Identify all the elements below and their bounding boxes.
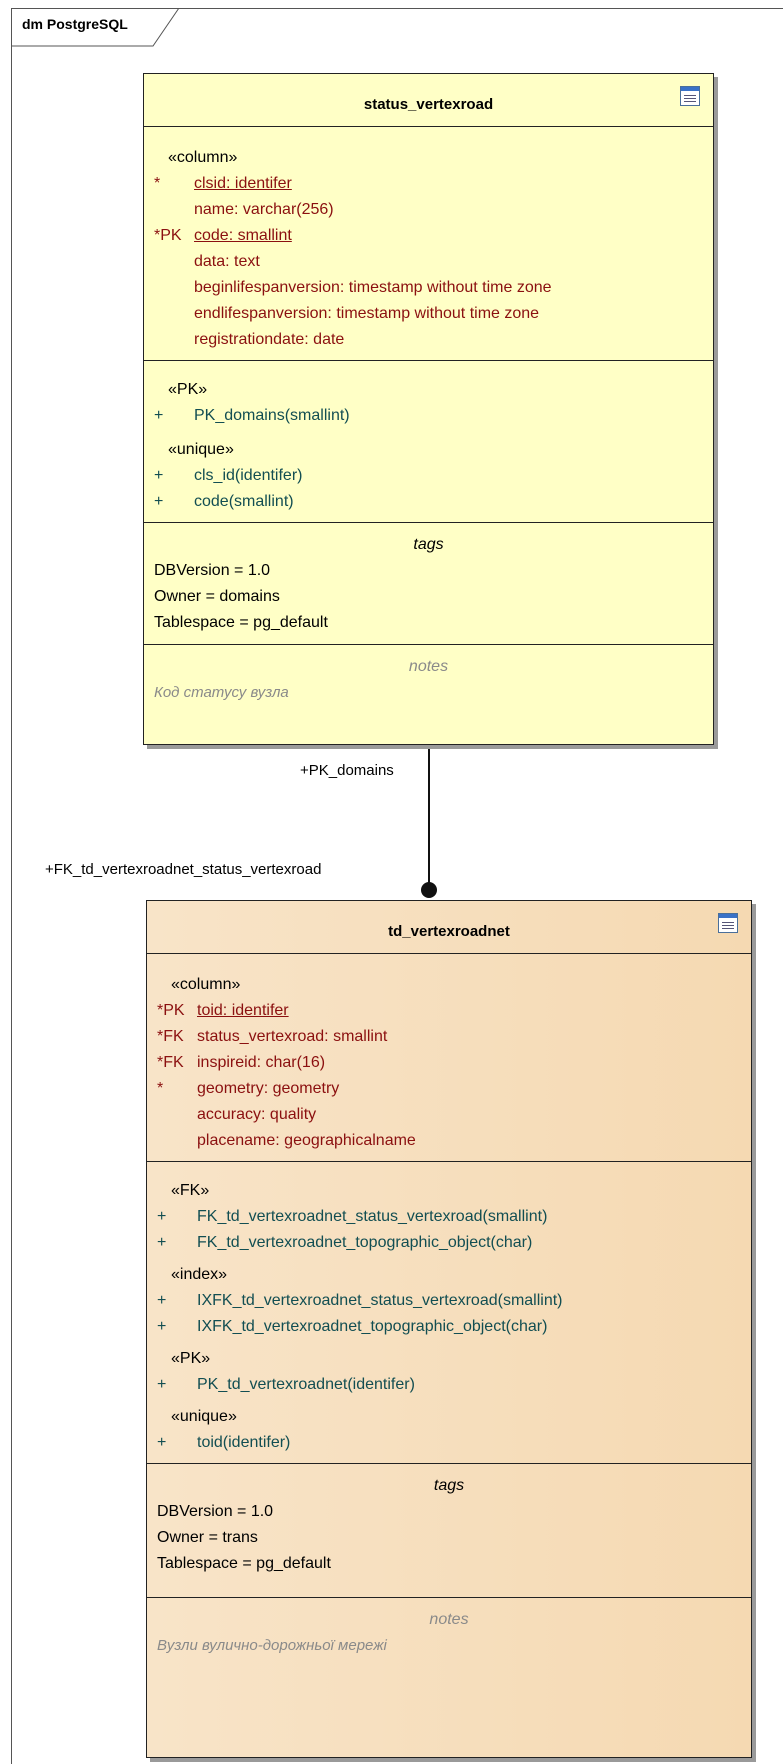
tag-item: Tablespace = pg_default — [154, 614, 328, 631]
column-item[interactable]: inspireid: char(16) — [197, 1054, 326, 1071]
tag-item: DBVersion = 1.0 — [154, 562, 271, 579]
column-item[interactable]: clsid: identifer — [194, 175, 292, 192]
column-stereotype: «column» — [168, 149, 238, 166]
operation-item[interactable]: toid(identifer) — [197, 1434, 291, 1451]
op-marker: + — [154, 407, 164, 424]
column-item[interactable]: placename: geographicalname — [197, 1132, 416, 1149]
table-title: status_vertexroad — [363, 96, 494, 113]
table-title: td_vertexroadnet — [388, 923, 510, 940]
op-marker: + — [154, 493, 164, 510]
operation-item[interactable]: PK_td_vertexroadnet(identifer) — [197, 1376, 415, 1393]
notes-text: Код статусу вузла — [154, 684, 289, 701]
operation-item[interactable]: IXFK_td_vertexroadnet_topographic_object… — [197, 1318, 548, 1335]
tag-item: Owner = domains — [154, 588, 280, 605]
op-marker: + — [157, 1292, 167, 1309]
column-item[interactable]: name: varchar(256) — [194, 201, 334, 218]
tags-header: tags — [413, 536, 444, 553]
table-td-vertexroadnet[interactable]: td_vertexroadnet «column» *PK toid: iden… — [146, 900, 752, 1758]
operation-item[interactable]: cls_id(identifer) — [194, 467, 303, 484]
column-item[interactable]: data: text — [194, 253, 260, 270]
frame-label: dm PostgreSQL — [22, 16, 128, 32]
op-marker: + — [157, 1318, 167, 1335]
operation-item[interactable]: FK_td_vertexroadnet_topographic_object(c… — [197, 1234, 533, 1251]
op-marker: + — [157, 1376, 167, 1393]
column-marker: * — [154, 175, 161, 192]
column-item[interactable]: beginlifespanversion: timestamp without … — [194, 279, 552, 296]
notes-text: Вузли вулично-дорожньої мережі — [157, 1637, 387, 1654]
tag-item: Tablespace = pg_default — [157, 1555, 331, 1572]
unique-stereotype: «unique» — [171, 1408, 237, 1425]
column-marker: *FK — [157, 1054, 184, 1071]
notes-header: notes — [429, 1611, 469, 1628]
notes-header: notes — [408, 658, 449, 675]
column-marker: *FK — [157, 1028, 184, 1045]
op-marker: + — [157, 1234, 167, 1251]
operation-item[interactable]: code(smallint) — [194, 493, 294, 510]
source-role-label: +PK_domains — [300, 762, 394, 779]
frame-tab — [11, 8, 180, 47]
column-item[interactable]: status_vertexroad: smallint — [197, 1028, 388, 1045]
column-marker: *PK — [157, 1002, 185, 1019]
column-marker: *PK — [154, 227, 182, 244]
op-marker: + — [154, 467, 164, 484]
column-item[interactable]: registrationdate: date — [194, 331, 345, 348]
fk-stereotype: «FK» — [171, 1182, 210, 1199]
column-item[interactable]: toid: identifer — [197, 1002, 289, 1019]
index-stereotype: «index» — [171, 1266, 228, 1283]
column-item[interactable]: endlifespanversion: timestamp without ti… — [194, 305, 540, 322]
column-item[interactable]: accuracy: quality — [197, 1106, 317, 1123]
unique-stereotype: «unique» — [168, 441, 234, 458]
column-item[interactable]: geometry: geometry — [197, 1080, 340, 1097]
operation-item[interactable]: FK_td_vertexroadnet_status_vertexroad(sm… — [197, 1208, 548, 1225]
op-marker: + — [157, 1434, 167, 1451]
divider — [144, 644, 713, 645]
target-role-label: +FK_td_vertexroadnet_status_vertexroad — [45, 861, 322, 878]
table-icon — [718, 913, 738, 933]
operation-item[interactable]: IXFK_td_vertexroadnet_status_vertexroad(… — [197, 1292, 563, 1309]
divider — [147, 1597, 751, 1598]
column-stereotype: «column» — [171, 976, 241, 993]
tags-header: tags — [433, 1477, 465, 1494]
divider — [147, 953, 751, 954]
divider — [144, 360, 713, 361]
op-marker: + — [157, 1208, 167, 1225]
divider — [144, 522, 713, 523]
tag-item: Owner = trans — [157, 1529, 258, 1546]
column-marker: * — [157, 1080, 164, 1097]
table-icon — [680, 86, 700, 106]
pk-stereotype: «PK» — [168, 381, 208, 398]
column-item[interactable]: code: smallint — [194, 227, 292, 244]
diagram-frame — [11, 8, 783, 1764]
operation-item[interactable]: PK_domains(smallint) — [194, 407, 350, 424]
divider — [147, 1463, 751, 1464]
association-end-dot — [421, 882, 437, 898]
divider — [147, 1161, 751, 1162]
divider — [144, 126, 713, 127]
table-status-vertexroad[interactable]: status_vertexroad «column» * clsid: iden… — [143, 73, 714, 745]
tag-item: DBVersion = 1.0 — [157, 1503, 274, 1520]
pk-stereotype: «PK» — [171, 1350, 211, 1367]
